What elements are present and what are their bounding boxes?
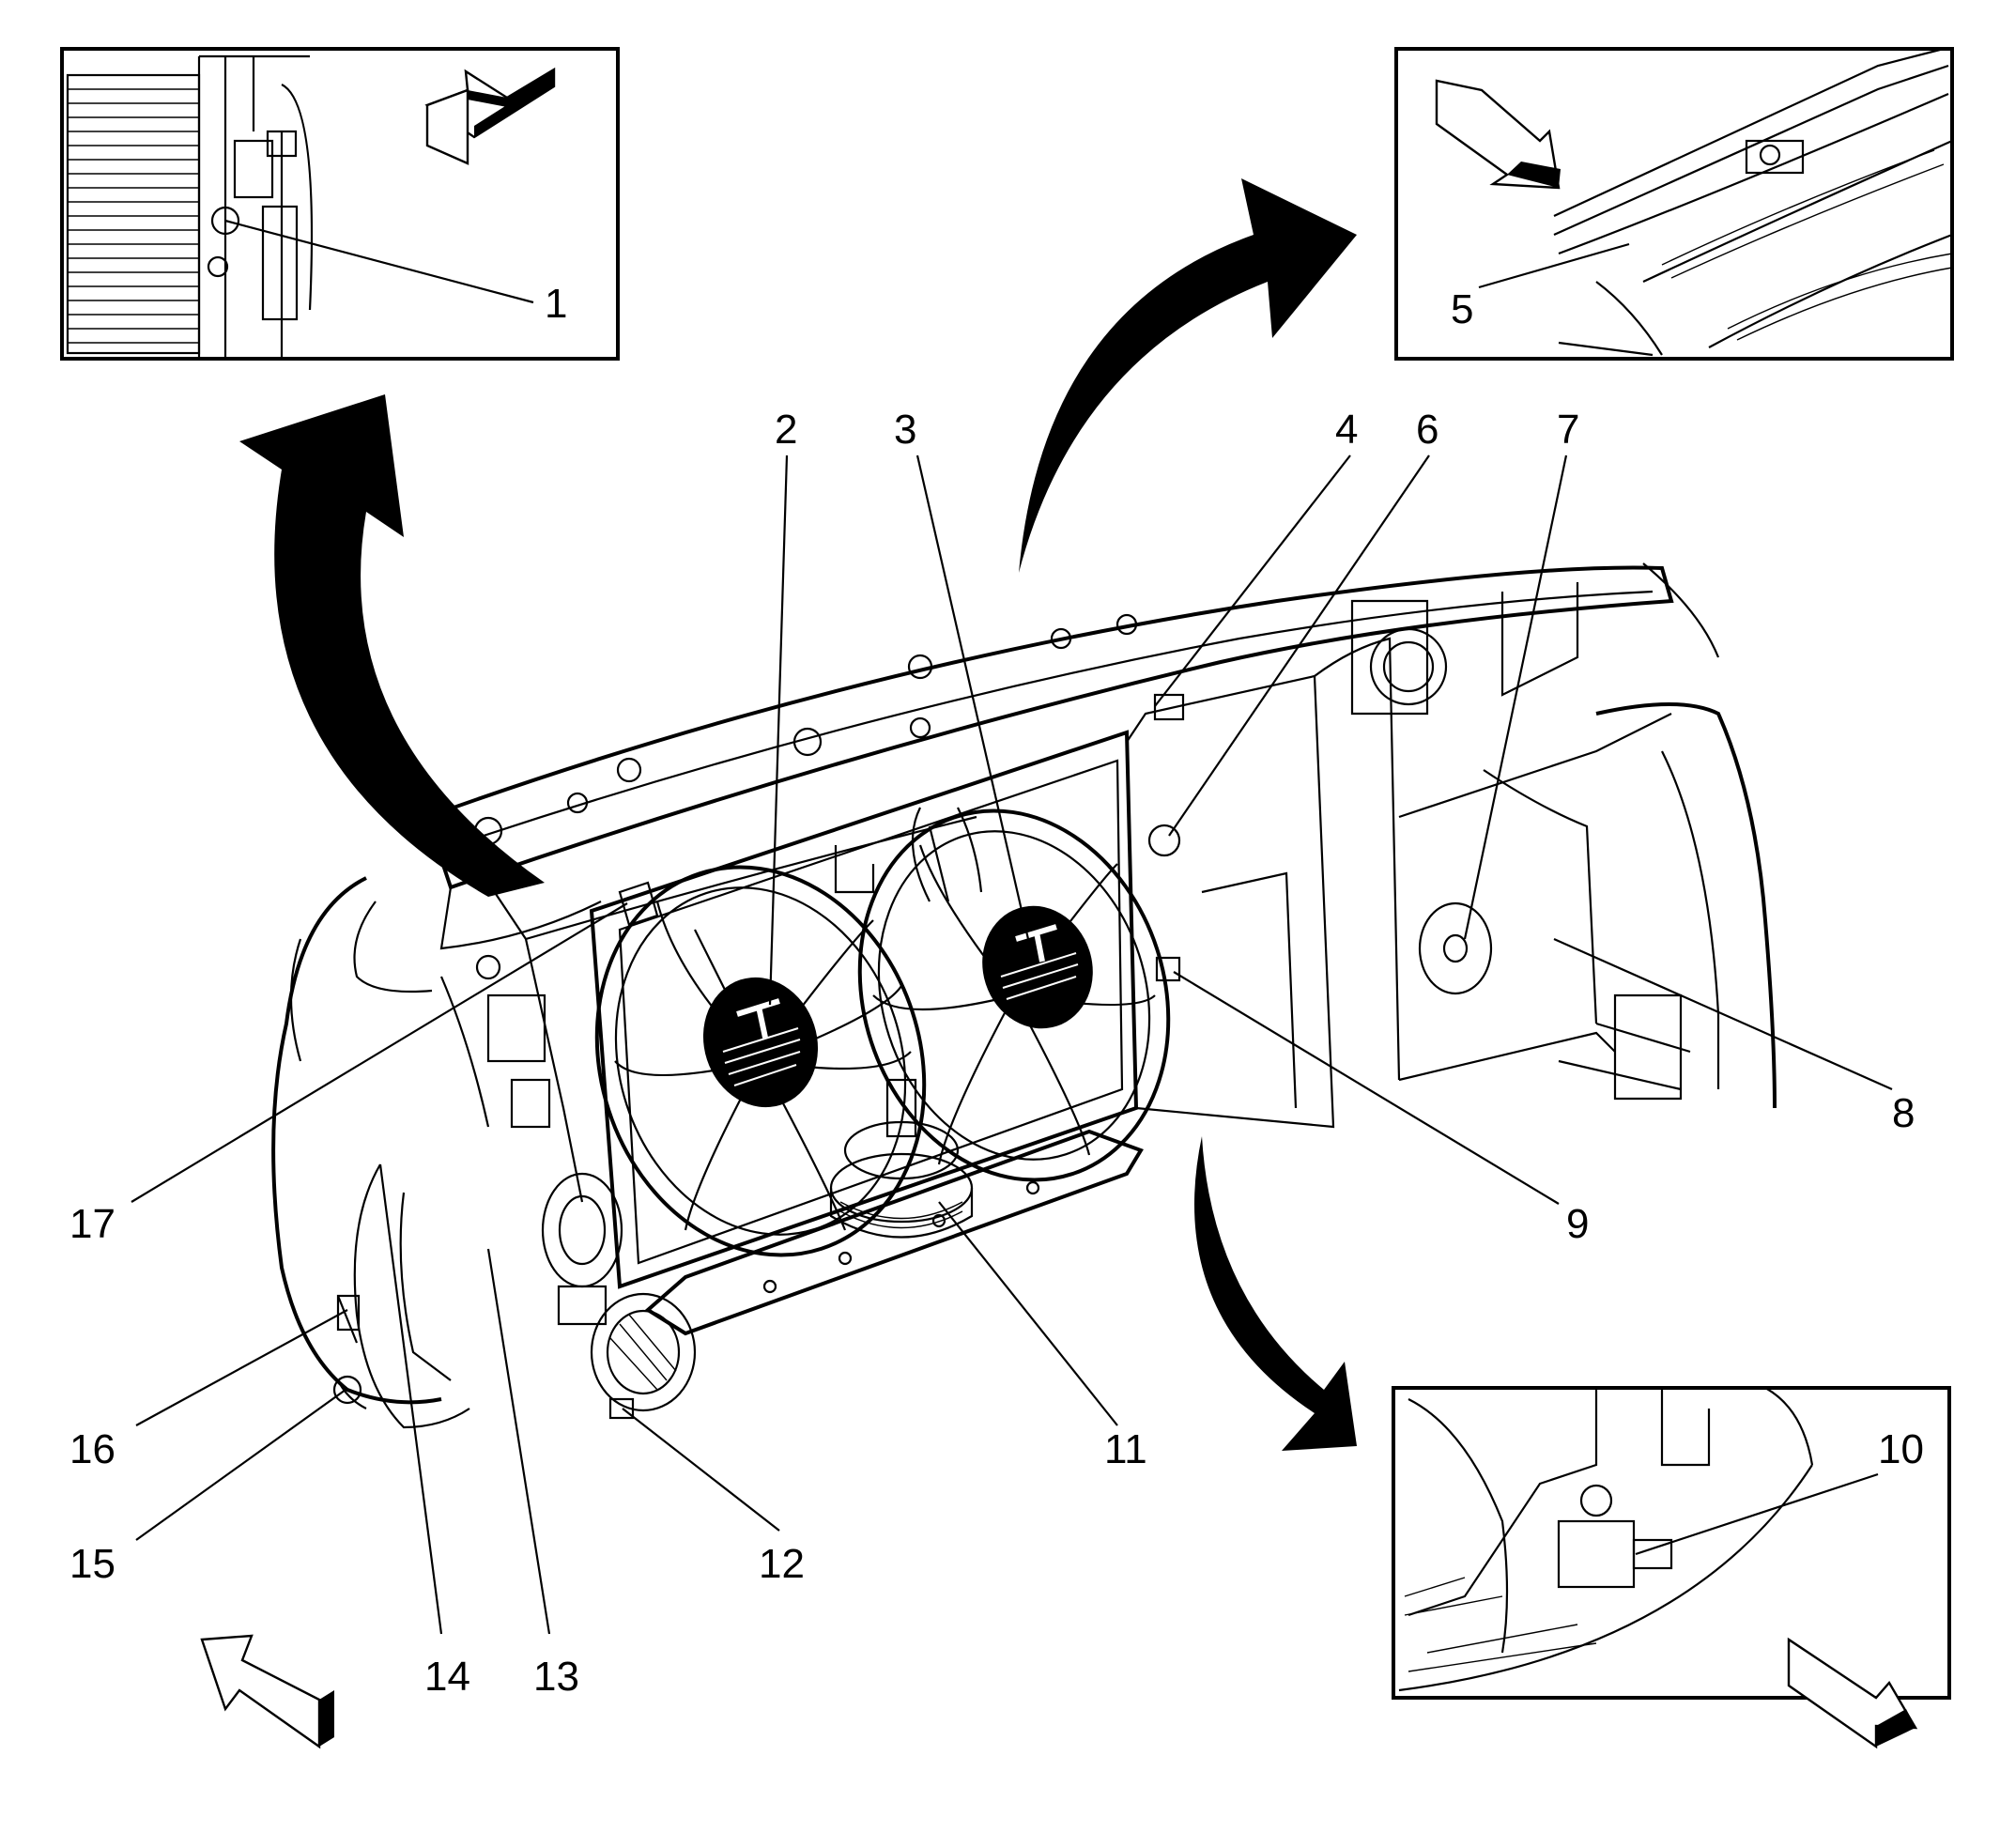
leader-line-6 (1168, 454, 1430, 837)
callout-15: 15 (69, 1541, 115, 1587)
callout-9: 9 (1566, 1201, 1589, 1247)
inset-top-right: 5 (1394, 47, 1954, 361)
leader-line-8 (1553, 937, 1893, 1091)
callout-7: 7 (1557, 407, 1579, 453)
callout-13: 13 (533, 1654, 579, 1700)
leader-line-14 (378, 1163, 443, 1635)
callout-17: 17 (69, 1201, 115, 1247)
radiator-side-bracket (197, 54, 314, 357)
callout-12: 12 (759, 1541, 805, 1587)
leader-line-12 (622, 1408, 780, 1532)
curved-arrow-icon-2 (1019, 178, 1357, 573)
leader-line-17 (131, 902, 628, 1203)
front-end-assembly (271, 562, 1777, 1429)
direction-arrow-icon (200, 1634, 334, 1749)
cooling-fan-2 (857, 808, 1171, 1182)
callout-4: 4 (1335, 407, 1358, 453)
callout-1: 1 (545, 281, 567, 327)
leader-line-2 (768, 454, 789, 1006)
callout-8: 8 (1892, 1090, 1915, 1136)
leader-line-4 (1154, 454, 1351, 707)
auxiliary-pump (829, 1078, 974, 1239)
radiator-core (66, 73, 201, 355)
fog-lamp-assembly (541, 1172, 697, 1420)
leader-line-13 (486, 1248, 551, 1635)
fan-motor-1 (702, 977, 819, 1108)
leader-line-7 (1463, 454, 1568, 940)
horn (1418, 901, 1493, 995)
leader-line-9 (1173, 971, 1560, 1205)
bumper-corner-detail (1398, 1387, 1814, 1692)
curved-arrow-icon-3 (1194, 1136, 1357, 1451)
callout-6: 6 (1416, 407, 1438, 453)
callout-10: 10 (1878, 1426, 1924, 1472)
callout-5: 5 (1451, 286, 1473, 332)
leader-line-16 (135, 1309, 348, 1426)
cooling-fan-1 (594, 865, 927, 1257)
leader-line-1 (224, 219, 534, 304)
callout-11: 11 (1104, 1426, 1147, 1472)
curved-arrow-icon (239, 394, 545, 897)
inset-view-arrow (424, 67, 556, 165)
callout-3: 3 (894, 407, 916, 453)
callout-16: 16 (69, 1426, 115, 1472)
grille-detail (1553, 47, 1953, 357)
inset-view-arrow-br (1787, 1637, 1918, 1749)
inset-bottom-right: 10 (1392, 1386, 1951, 1749)
callout-14: 14 (424, 1654, 470, 1700)
inset-view-arrow-right (1435, 79, 1561, 190)
leader-line-3 (915, 454, 1030, 940)
leader-line-11 (938, 1201, 1118, 1426)
callout-layer: 2 3 4 6 7 8 9 11 12 13 14 15 16 17 (69, 407, 1915, 1700)
callout-2: 2 (775, 407, 797, 453)
leader-line-15 (135, 1389, 346, 1541)
fan-motor-2 (982, 905, 1093, 1029)
leader-line-5 (1478, 242, 1630, 289)
inset-top-left: 1 (60, 47, 620, 361)
leader-line-10 (1635, 1472, 1879, 1556)
